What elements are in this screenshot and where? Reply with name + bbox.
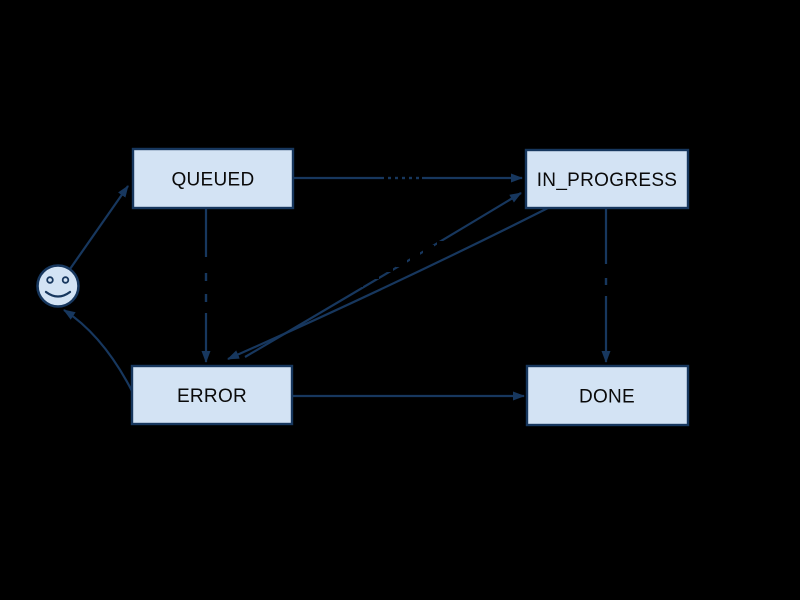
node-done-label: DONE	[579, 387, 635, 408]
edge-label-occlusion	[437, 241, 447, 251]
node-labels-group: QUEUED IN_PROGRESS ERROR DONE	[171, 170, 677, 408]
line-fragment	[204, 294, 208, 302]
line-fragment	[416, 176, 419, 180]
node-error-label: ERROR	[177, 386, 247, 407]
edge-in-progress-to-error	[227, 207, 549, 361]
smiley-left-eye	[46, 276, 54, 284]
edge-label-occlusion	[410, 250, 420, 261]
line-fragment	[204, 273, 208, 281]
smiley-mouth	[44, 290, 72, 298]
edge-error-to-client	[63, 309, 134, 394]
line-fragment	[388, 176, 391, 180]
edge-label-occlusions	[198, 170, 614, 313]
node-queued-label: QUEUED	[171, 170, 254, 191]
edge-label-occlusion	[383, 260, 393, 272]
client-smiley-node	[36, 264, 80, 308]
smiley-face-icon	[36, 264, 80, 308]
edge-label-occlusion	[198, 257, 214, 313]
edge-label-occlusion	[423, 245, 434, 256]
edge-line-fragments	[204, 176, 608, 302]
edge-label-occlusion	[352, 274, 363, 287]
edge-label-occlusion	[396, 255, 407, 267]
line-fragment	[409, 176, 412, 180]
edge-label-occlusion	[450, 237, 458, 246]
line-fragment	[604, 278, 608, 285]
node-boxes-group	[130, 147, 690, 427]
line-fragment	[395, 176, 398, 180]
edge-error-to-in-progress	[244, 192, 522, 358]
node-queued-box	[131, 147, 295, 210]
node-in-progress-box	[524, 148, 690, 210]
node-done-box	[525, 364, 690, 427]
node-in-progress-label: IN_PROGRESS	[537, 170, 678, 191]
edge-client-to-queued	[69, 185, 129, 270]
edges-group	[63, 173, 611, 401]
node-error-box	[130, 364, 294, 426]
edge-label-occlusion	[368, 266, 379, 279]
line-fragment	[402, 176, 405, 180]
smiley-right-eye	[61, 276, 70, 284]
